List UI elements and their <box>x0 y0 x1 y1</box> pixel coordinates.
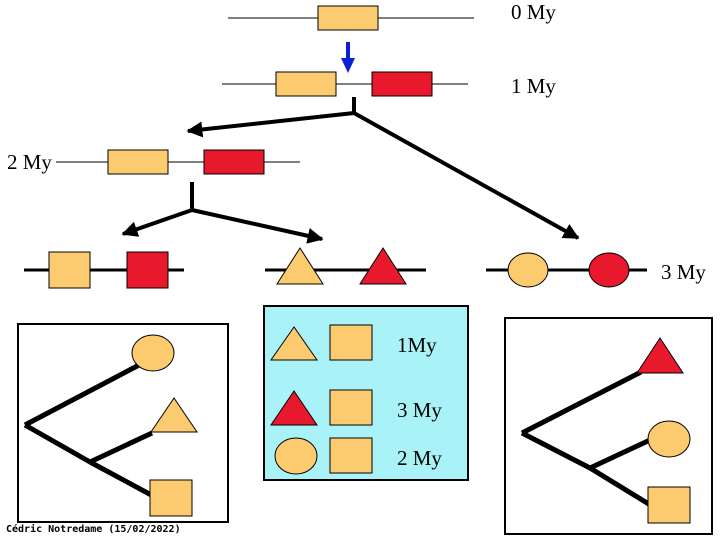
time-label-1my: 1 My <box>511 74 556 98</box>
time-label-0my: 0 My <box>511 0 556 24</box>
legend-square-orange <box>329 324 373 361</box>
legend-label-1: 1My <box>397 333 437 357</box>
legend-square-orange <box>329 437 373 474</box>
gene-box-orange <box>107 149 169 175</box>
speciation-arrows-2 <box>121 182 324 244</box>
gene-triangle-orange <box>276 247 324 285</box>
duplication-arrow <box>341 42 355 73</box>
legend-triangle-orange <box>270 326 318 361</box>
leaf-circle-orange <box>131 334 175 372</box>
gene-box-orange <box>275 71 337 97</box>
gene-circle-orange <box>507 252 549 288</box>
species-b-genes <box>265 247 426 285</box>
gene-1my <box>222 71 468 97</box>
legend-triangle-red <box>270 390 318 426</box>
legend-label-3: 2 My <box>397 446 442 470</box>
species-c-genes <box>486 252 647 288</box>
leaf-square-orange <box>647 486 691 524</box>
leaf-circle-orange <box>647 420 691 458</box>
legend-box: 1My 3 My 2 My <box>263 305 469 481</box>
legend-square-orange <box>329 389 373 426</box>
gene-triangle-red <box>359 247 407 285</box>
speciation-arrows-1 <box>186 97 580 240</box>
gene-square-orange <box>48 251 91 289</box>
gene-0my <box>228 5 474 31</box>
tree-box-left <box>17 323 229 523</box>
credit-text: Cédric Notredame (15/02/2022) <box>6 523 181 535</box>
gene-box-orange <box>317 5 379 31</box>
species-a-genes <box>24 251 184 289</box>
time-label-3my: 3 My <box>661 260 706 284</box>
gene-box-red <box>203 149 265 175</box>
leaf-triangle-orange <box>150 397 198 433</box>
leaf-square-orange <box>149 479 193 517</box>
gene-box-red <box>371 71 433 97</box>
gene-2my <box>56 149 300 175</box>
gene-square-red <box>126 251 169 289</box>
time-label-2my: 2 My <box>7 150 52 174</box>
legend-circle-orange <box>274 437 318 475</box>
tree-box-right <box>504 317 713 535</box>
legend-label-2: 3 My <box>397 398 442 422</box>
leaf-triangle-red <box>636 337 684 374</box>
gene-circle-red <box>588 252 630 288</box>
